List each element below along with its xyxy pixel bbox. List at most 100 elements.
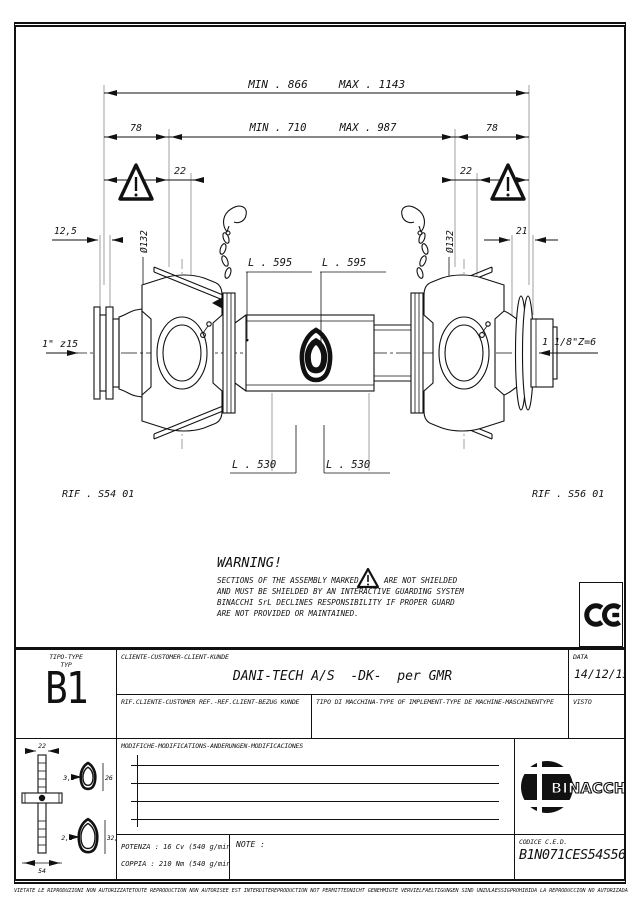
label-l595-right: L . 595	[319, 257, 386, 346]
dim-22-right: 22	[460, 166, 472, 177]
tube-assembly	[234, 314, 418, 392]
type-value: B1	[45, 663, 88, 714]
note-label: NOTE :	[236, 840, 265, 849]
warning-triangle-right	[490, 163, 526, 201]
modifiche-label: MODIFICHE-MODIFICATIONS-ANDERUNGEN-MODIF…	[121, 742, 303, 750]
guard-clamp-left	[212, 297, 223, 309]
modifiche-line	[131, 765, 499, 766]
left-guard-cone	[153, 266, 236, 440]
warning-line1b: ARE NOT SHIELDED	[383, 576, 458, 585]
dim-78-left: 78	[130, 123, 142, 134]
binacchi-logo-icon: BINACCHI	[517, 759, 624, 815]
svg-text:L . 595: L . 595	[248, 257, 292, 269]
dim-125: 12,5	[52, 226, 123, 243]
title-block: TIPO-TYPE TYP B1 CLIENTE-CUSTOMER-CLIENT…	[16, 647, 624, 880]
dim-inner-min: MIN . 710	[249, 122, 307, 134]
date-value: 14/12/15	[574, 667, 624, 681]
warning-triangle-left	[118, 163, 154, 201]
codice-value: B1N071CES54S56	[519, 847, 624, 863]
safety-chain-left	[219, 205, 247, 279]
sheet-border: MIN . 866 MAX . 1143 78 MIN . 710 MAX . …	[14, 22, 626, 884]
spline-left-label: 1" z15	[42, 339, 78, 350]
profile1-diameter: 26	[105, 774, 113, 782]
customer-name: DANI-TECH A/S -DK- per GMR	[232, 669, 453, 684]
warning-line4: ARE NOT PROVIDED OR MAINTAINED.	[216, 609, 359, 618]
warning-line1a: SECTIONS OF THE ASSEMBLY MARKED	[217, 576, 359, 585]
inset-dim-54: 54	[38, 867, 46, 875]
cliente-label: CLIENTE-CUSTOMER-CLIENT-KUNDE	[121, 653, 229, 661]
coppia-value: COPPIA : 210 Nm (540 g/min)	[121, 860, 230, 868]
cell-modifiche: MODIFICHE-MODIFICATIONS-ANDERUNGEN-MODIF…	[117, 739, 515, 835]
tube-profile-section	[299, 327, 333, 383]
label-l530-right: L . 530	[323, 425, 390, 474]
journal-cross-inset-drawing: 22 54	[21, 742, 117, 875]
disclaimer-fr: TOUTE REPRODUCTION NON AUTORISEE EST INT…	[131, 888, 271, 894]
rif-right: RIF . S56 01	[532, 489, 604, 500]
profile2-diameter: 32,5	[106, 835, 117, 842]
right-yoke	[423, 274, 505, 432]
warning-line2: AND MUST BE SHIELDED BY AN INTERACTIVE G…	[216, 587, 464, 596]
profile1-thickness: 3,5	[62, 774, 75, 782]
pto-shaft-drawing: MIN . 866 MAX . 1143 78 MIN . 710 MAX . …	[42, 78, 604, 618]
tipo-type-label: TIPO-TYPE	[49, 653, 83, 661]
spline-callouts: 1" z15 1 1/8"Z=6	[42, 337, 598, 356]
profile2-thickness: 2,6	[61, 834, 73, 842]
dim-22-left: 22	[174, 166, 186, 177]
warning-line3: BINACCHI SrL DECLINES RESPONSIBILITY IF …	[217, 598, 455, 607]
modifiche-line	[131, 801, 499, 802]
dim-22-row: 22 22	[104, 166, 529, 183]
tube-profile-large: 2,6 32,5	[61, 819, 117, 854]
cell-note: NOTE :	[230, 835, 515, 880]
label-l530-left: L . 530	[230, 425, 297, 474]
warning-note: WARNING! SECTIONS OF THE ASSEMBLY MARKED…	[216, 555, 464, 618]
cell-codice: CODICE C.E.D. B1N071CES54S56	[515, 835, 624, 880]
extension-lines	[99, 85, 534, 471]
warning-title: WARNING!	[217, 555, 282, 571]
modifiche-line	[131, 819, 499, 820]
disclaimer-en: REPRODUCTION NOT PERMITTED	[270, 888, 350, 894]
cell-cliente: CLIENTE-CUSTOMER-CLIENT-KUNDE DANI-TECH …	[117, 650, 569, 695]
svg-text:L . 595: L . 595	[322, 257, 366, 269]
label-l595-left: L . 595	[245, 257, 312, 342]
tube-profile-small: 3,5 26	[62, 763, 113, 791]
dim-78-right: 78	[486, 123, 498, 134]
dim-inner: 78 MIN . 710 MAX . 987 78	[104, 122, 529, 140]
ce-mark-box	[579, 582, 623, 647]
spline-right-label: 1 1/8"Z=6	[542, 337, 596, 348]
dia-right-label: Ø132	[445, 230, 456, 253]
dia-left-label: Ø132	[139, 230, 150, 253]
typ-label: TYP	[60, 661, 72, 669]
snap-hook-icon	[401, 205, 426, 233]
disclaimer-de: NICHT GENEHMIGTE VERVIELFAELTIGUNGEN SIN…	[349, 888, 510, 894]
ce-mark-icon	[584, 602, 622, 627]
cell-tipo-macchina: TIPO DI MACCHINA-TYPE OF IMPLEMENT-TYPE …	[312, 695, 569, 739]
svg-text:L . 530: L . 530	[232, 459, 276, 471]
cell-visto: VISTO	[569, 695, 624, 739]
safety-chain-right	[401, 205, 429, 279]
disclaimer-es: PROHIBIDA LA REPRODUCCION NO AUTORIZADA	[509, 888, 628, 894]
cross-journal: 22 54	[21, 742, 63, 875]
disclaimer-it: VIETATE LE RIPRODUZIONI NON AUTORIZZATE	[14, 888, 132, 894]
left-spline-end	[93, 306, 143, 400]
tipo-macchina-label: TIPO DI MACCHINA-TYPE OF IMPLEMENT-TYPE …	[316, 698, 554, 706]
visto-label: VISTO	[573, 698, 592, 706]
dim-21-text: 21	[516, 226, 527, 237]
dim-overall-max: MAX . 1143	[338, 78, 405, 91]
modifiche-line	[131, 783, 499, 784]
cell-rif-cliente: RIF.CLIENTE-CUSTOMER REF.-REF.CLIENT-BEZ…	[117, 695, 312, 739]
rif-cliente-label: RIF.CLIENTE-CUSTOMER REF.-REF.CLIENT-BEZ…	[121, 698, 300, 706]
dim-overall-min: MIN . 866	[247, 78, 308, 91]
rif-left: RIF . S54 01	[62, 489, 134, 500]
svg-text:L . 530: L . 530	[326, 459, 370, 471]
cell-component-inset: 22 54	[16, 739, 117, 880]
dim-21: 21	[484, 226, 558, 243]
modifiche-tick-line	[137, 755, 139, 827]
dim-inner-max: MAX . 987	[339, 122, 398, 134]
data-label: DATA	[573, 653, 588, 661]
dim-125-text: 12,5	[54, 226, 77, 237]
cell-data: DATA 14/12/15	[569, 650, 624, 695]
brand-name: BINACCHI	[551, 781, 624, 797]
snap-hook-icon	[222, 205, 247, 233]
dim-overall: MIN . 866 MAX . 1143	[104, 78, 529, 96]
